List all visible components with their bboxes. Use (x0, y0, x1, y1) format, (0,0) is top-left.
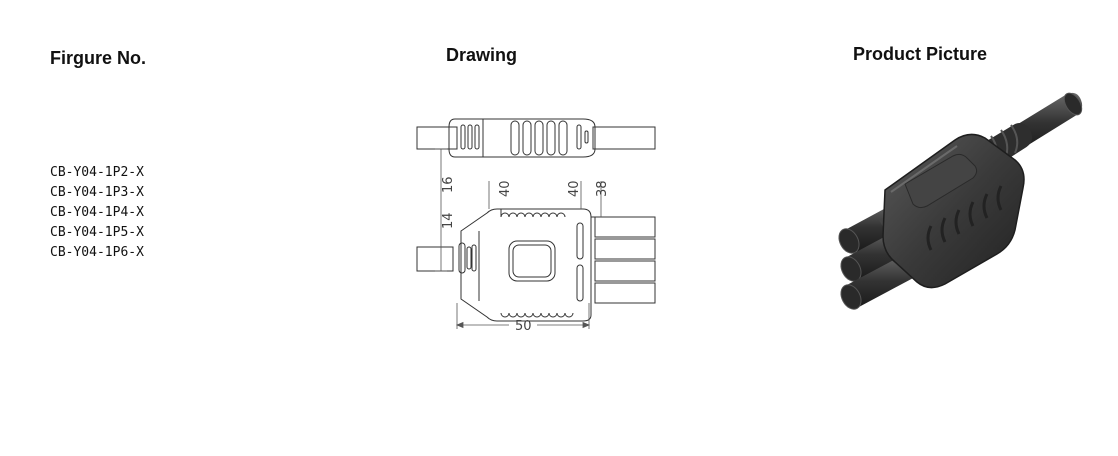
dimension-38: 38 (595, 180, 610, 197)
dimension-50: 50 (515, 319, 532, 334)
technical-drawing: 16 14 40 40 38 50 (416, 118, 656, 334)
dimension-16: 16 (441, 176, 456, 193)
figure-no-heading: Firgure No. (50, 48, 147, 68)
dimension-40-left: 40 (498, 180, 513, 197)
drawing-heading: Drawing (446, 45, 518, 65)
product-picture-heading: Product Picture (853, 44, 988, 64)
model-number: CB-Y04-1P2-X (50, 165, 144, 180)
model-number: CB-Y04-1P3-X (50, 185, 144, 200)
model-number-list: CB-Y04-1P2-X CB-Y04-1P3-X CB-Y04-1P4-X C… (50, 163, 144, 263)
model-number: CB-Y04-1P4-X (50, 205, 144, 220)
connector-body (882, 133, 1025, 289)
product-picture (838, 92, 1083, 310)
model-number: CB-Y04-1P5-X (50, 225, 144, 240)
dimension-40-right: 40 (567, 180, 582, 197)
model-number: CB-Y04-1P6-X (50, 245, 144, 260)
dimension-14: 14 (441, 212, 456, 229)
